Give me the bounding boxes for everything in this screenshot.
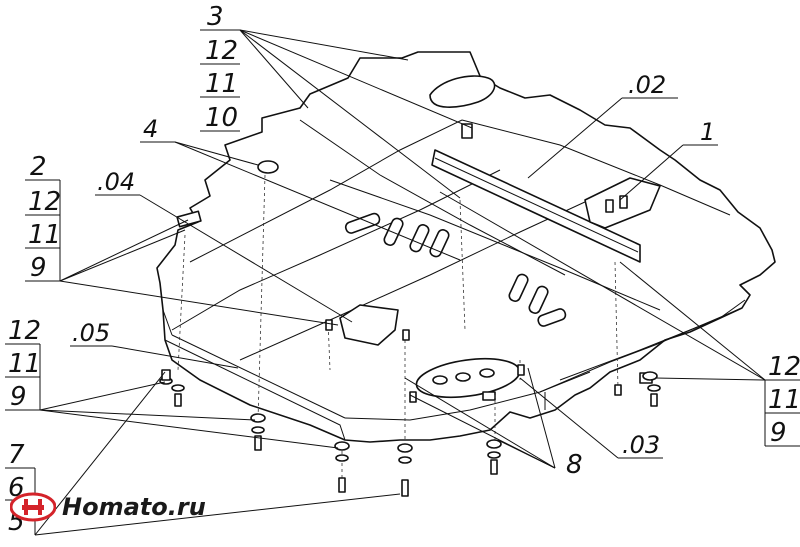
- label-9: 9: [770, 418, 787, 448]
- label-3: 3: [207, 2, 224, 32]
- bolt-icon: [397, 443, 413, 497]
- label-11: 11: [28, 220, 61, 250]
- label-11: 11: [768, 385, 800, 415]
- bolt-icon: [486, 439, 502, 475]
- bolt-icon: [334, 441, 350, 493]
- label-10: 10: [205, 103, 238, 133]
- logo-emblem-icon: [10, 492, 56, 522]
- bolt-icon: [250, 413, 266, 451]
- label-11: 11: [205, 69, 238, 99]
- label-12: 12: [28, 187, 61, 217]
- label-02: .02: [628, 71, 666, 99]
- label-12: 12: [205, 36, 238, 66]
- label-1: 1: [700, 118, 715, 146]
- logo-text: Homato.ru: [62, 493, 206, 521]
- callout-labels: 3 12 11 10 4 .02 1 2 12 11 9 .04 12 11 9…: [8, 2, 800, 537]
- label-11: 11: [8, 349, 41, 379]
- label-05: .05: [72, 319, 110, 347]
- brand-logo: Homato.ru: [10, 492, 206, 522]
- label-03: .03: [622, 431, 660, 459]
- label-9: 9: [30, 253, 47, 283]
- skid-plate-outline: [156, 51, 776, 443]
- bolt-icon: [642, 371, 661, 407]
- label-7: 7: [8, 440, 25, 470]
- bolt-icon: [159, 369, 185, 407]
- label-4: 4: [143, 115, 158, 143]
- label-9: 9: [10, 382, 27, 412]
- fasteners: [159, 319, 661, 497]
- label-04: .04: [97, 168, 135, 196]
- label-8: 8: [566, 450, 583, 480]
- label-2: 2: [30, 152, 47, 182]
- label-12: 12: [8, 316, 41, 346]
- label-12: 12: [768, 352, 800, 382]
